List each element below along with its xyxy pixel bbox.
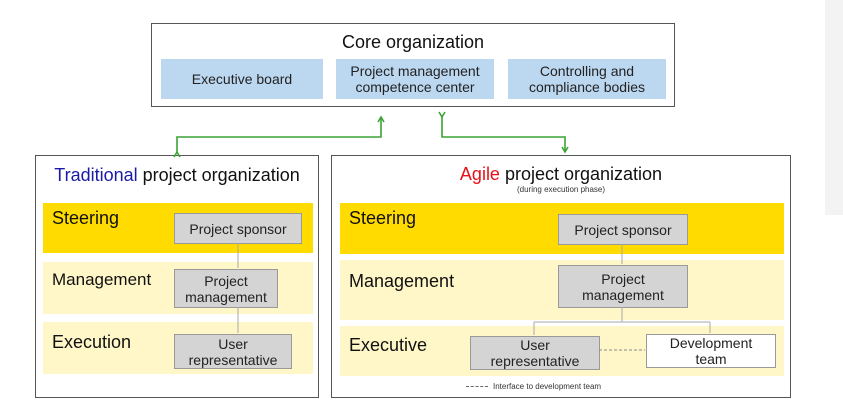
- agile-title-rest: project organization: [499, 164, 663, 184]
- legend-text: Interface to development team: [493, 382, 602, 391]
- traditional-steering-label: Steering: [52, 208, 120, 228]
- traditional-project-management-box: Project management: [174, 269, 278, 308]
- traditional-title-highlight: Traditional: [54, 165, 138, 185]
- agile-title: Agile project organization: [332, 164, 790, 185]
- traditional-execution-label: Execution: [52, 332, 132, 352]
- agile-project-management-box: Project management: [558, 265, 688, 308]
- agile-management-label: Management: [349, 271, 455, 291]
- agile-title-highlight: Agile: [459, 164, 500, 184]
- traditional-project-sponsor-box: Project sponsor: [174, 213, 302, 244]
- core-organization-frame: Core organization Executive board Projec…: [151, 23, 675, 107]
- traditional-core-arrow: [173, 115, 385, 158]
- agile-user-representative-box: User representative: [470, 336, 600, 370]
- agile-steering-label: Steering: [349, 208, 417, 228]
- controlling-compliance-box: Controlling and compliance bodies: [508, 59, 666, 99]
- agile-executive-label: Executive: [349, 335, 428, 355]
- agile-project-sponsor-box: Project sponsor: [558, 214, 688, 245]
- legend-dash-sample: [466, 386, 488, 388]
- agile-subtitle: (during execution phase): [516, 185, 606, 194]
- traditional-user-representative-box: User representative: [174, 334, 292, 369]
- side-strip: [825, 0, 843, 215]
- agile-development-team-box: Development team: [646, 334, 776, 368]
- traditional-management-label: Management: [52, 270, 152, 289]
- agile-core-arrow: [438, 111, 569, 154]
- traditional-title-rest: project organization: [137, 165, 300, 185]
- executive-board-box: Executive board: [161, 59, 323, 99]
- core-organization-title: Core organization: [341, 32, 485, 52]
- traditional-title: Traditional project organization: [36, 165, 318, 186]
- agile-legend: Interface to development team: [466, 382, 601, 391]
- traditional-organization-frame: Traditional project organization Steerin…: [35, 155, 319, 398]
- agile-organization-frame: Agile project organization (during execu…: [331, 155, 791, 398]
- pm-competence-center-box: Project management competence center: [336, 59, 494, 99]
